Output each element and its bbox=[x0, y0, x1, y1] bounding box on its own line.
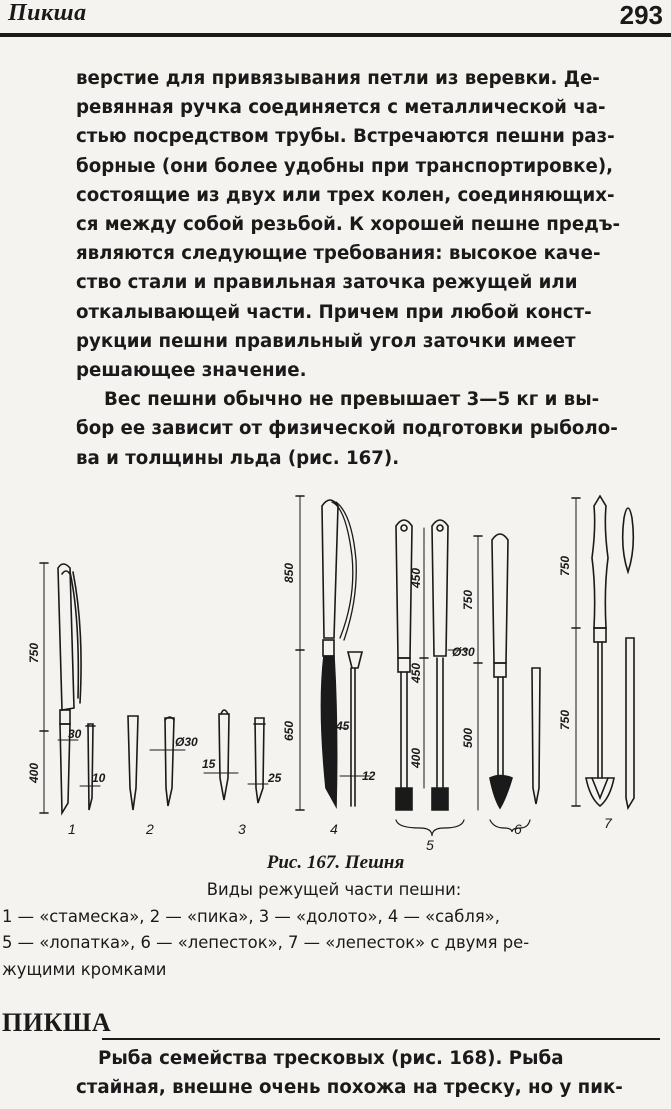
figure-item-number: 5 bbox=[426, 837, 434, 853]
text-line: откалывающей части. Причем при любой кон… bbox=[76, 301, 592, 323]
figure-legend: Виды режущей части пешни: 1 — «стамеска»… bbox=[2, 877, 666, 983]
dim-label: 450 bbox=[409, 663, 423, 684]
dim-label: 650 bbox=[282, 721, 296, 741]
text-line: решающее значение. bbox=[76, 360, 307, 382]
legend-title: Виды режущей части пешни: bbox=[206, 880, 462, 899]
ice-chisel-2 bbox=[127, 715, 186, 811]
text-line: рукции пешни правильный угол заточки име… bbox=[76, 330, 576, 352]
page-number: 293 bbox=[619, 0, 663, 30]
text-line: Рыба семейства тресковых (рис. 168). Рыб… bbox=[98, 1048, 564, 1069]
ice-chisel-7 bbox=[571, 494, 635, 811]
text-line: Вес пешни обычно не превышает 3—5 кг и в… bbox=[104, 389, 600, 411]
dim-label: 400 bbox=[409, 748, 423, 769]
dim-label: Ø30 bbox=[175, 735, 198, 749]
dim-label: 10 bbox=[92, 771, 106, 785]
dim-label: 750 bbox=[461, 590, 475, 610]
legend-line: жущими кромками bbox=[2, 959, 167, 979]
figure-caption: Рис. 167. Пешня bbox=[266, 852, 405, 873]
text-line: верстие для привязывания петли из веревк… bbox=[76, 68, 600, 89]
entry-text: Рыба семейства тресковых (рис. 168). Рыб… bbox=[76, 1044, 662, 1102]
ice-chisel-1 bbox=[39, 562, 101, 816]
entry-heading: ПИКША bbox=[2, 1008, 666, 1048]
figure-item-number: 3 bbox=[238, 821, 246, 837]
text-line: ва и толщины льда (рис. 167). bbox=[76, 447, 400, 469]
dim-label: 400 bbox=[27, 763, 41, 784]
text-line: бор ее зависит от физической подготовки … bbox=[76, 418, 618, 440]
body-text: верстие для привязывания петли из веревк… bbox=[76, 64, 662, 473]
dim-label: 25 bbox=[267, 771, 282, 785]
dim-label: 30 bbox=[68, 727, 82, 741]
dim-label: 750 bbox=[27, 643, 41, 663]
paragraph-1: верстие для привязывания петли из веревк… bbox=[76, 64, 662, 385]
text-line: борные (они более удобны при транспортир… bbox=[76, 155, 614, 177]
ice-chisel-3 bbox=[203, 709, 269, 804]
dim-label: 750 bbox=[558, 710, 572, 730]
dim-label: 15 bbox=[202, 757, 216, 771]
entry-heading-rule bbox=[102, 1038, 660, 1040]
page-header: Пикша 293 bbox=[0, 0, 671, 40]
figure-item-number: 4 bbox=[330, 821, 338, 837]
legend-line: 1 — «стамеска», 2 — «пика», 3 — «долото»… bbox=[2, 906, 500, 926]
dim-label: 500 bbox=[461, 728, 475, 748]
text-line: ревянная ручка соединяется с металлическ… bbox=[76, 97, 606, 119]
text-line: ство стали и правильная заточка режущей … bbox=[76, 272, 578, 294]
text-line: состоящие из двух или трех колен, соедин… bbox=[76, 184, 615, 206]
dim-label: 850 bbox=[282, 563, 296, 583]
ice-chisel-5 bbox=[395, 519, 469, 837]
text-line: стью посредством трубы. Встречаются пешн… bbox=[76, 126, 615, 148]
entry-title: ПИКША bbox=[2, 1008, 116, 1038]
ice-chisel-illustration: 750 400 30 10 Ø30 15 25 850 650 45 12 45… bbox=[27, 494, 635, 853]
dim-label: 750 bbox=[558, 556, 572, 576]
running-head: Пикша bbox=[8, 0, 87, 26]
figure-ice-chisels: 750 400 30 10 Ø30 15 25 850 650 45 12 45… bbox=[0, 488, 671, 858]
paragraph-2: Вес пешни обычно не превышает 3—5 кг и в… bbox=[76, 385, 662, 473]
figure-item-number: 6 bbox=[514, 821, 522, 837]
dim-label: 450 bbox=[409, 568, 423, 589]
figure-item-number: 2 bbox=[145, 821, 154, 837]
figure-item-number: 7 bbox=[604, 815, 613, 831]
legend-line: 5 — «лопатка», 6 — «лепесток», 7 — «лепе… bbox=[2, 933, 530, 952]
text-line: являются следующие требования: высокое к… bbox=[76, 243, 601, 265]
dim-label: 45 bbox=[335, 719, 350, 733]
dim-label: Ø30 bbox=[452, 645, 475, 659]
ice-chisel-6 bbox=[473, 533, 541, 833]
figure-item-number: 1 bbox=[68, 821, 76, 837]
dim-label: 12 bbox=[362, 769, 376, 783]
header-rule bbox=[0, 33, 671, 37]
text-line: стайная, внешне очень похожа на треску, … bbox=[76, 1077, 623, 1098]
ice-chisel-4 bbox=[295, 495, 371, 811]
text-line: ся между собой резьбой. К хорошей пешне … bbox=[76, 214, 621, 236]
